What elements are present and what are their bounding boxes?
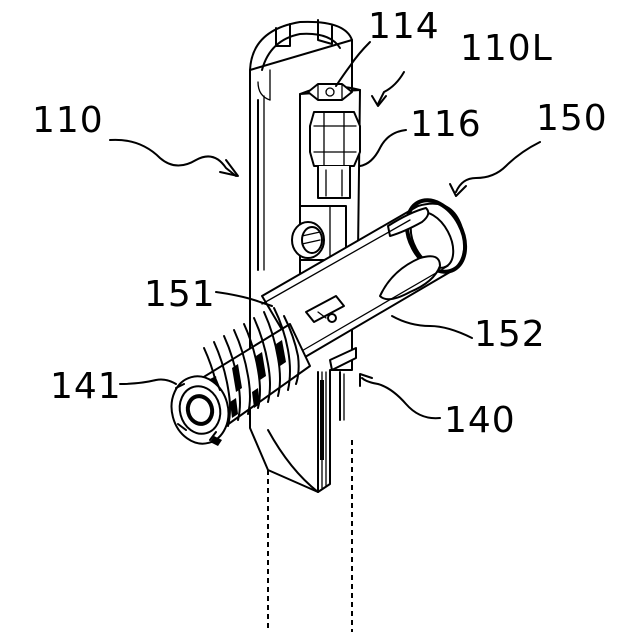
label-151: 151 xyxy=(144,274,216,315)
label-114: 114 xyxy=(368,6,440,47)
label-110: 110 xyxy=(32,100,104,141)
label-116: 116 xyxy=(410,104,482,145)
label-150: 150 xyxy=(536,98,608,139)
label-152: 152 xyxy=(474,314,546,355)
label-141: 141 xyxy=(50,366,122,407)
label-110L: 110L xyxy=(460,28,553,69)
label-140: 140 xyxy=(444,400,516,441)
